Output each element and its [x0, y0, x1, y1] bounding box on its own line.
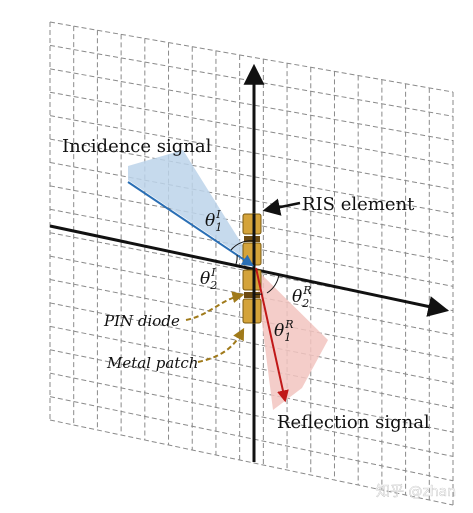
metal-patch: [242, 213, 262, 235]
horizontal-axis: [49, 224, 450, 317]
grid-line: [49, 208, 454, 287]
grid-line: [49, 325, 454, 409]
reflection-signal-label: Reflection signal: [277, 412, 430, 433]
metal-patch: [242, 269, 262, 291]
grid-line: [49, 396, 454, 482]
grid-line: [49, 185, 454, 263]
angle-arc-theta2-reflection: [266, 273, 280, 294]
incidence-signal-label: Incidence signal: [62, 136, 212, 157]
pin-diode-label: PIN diode: [103, 312, 180, 330]
theta1-incidence-label: θ1I: [205, 208, 222, 234]
angle-arc-theta2-incidence: [235, 254, 238, 265]
grid-line: [49, 255, 454, 336]
grid-line: [49, 44, 454, 117]
reflection-beam: [255, 268, 328, 410]
ris-callout-arrow: [262, 198, 301, 216]
watermark: 知乎 @zhan: [376, 483, 456, 500]
metal-patch-label: Metal patch: [106, 354, 198, 372]
theta2-incidence-label: θ2I: [200, 266, 217, 292]
incidence-beam: [128, 150, 255, 265]
grid-line: [49, 302, 454, 385]
grid-line: [49, 372, 454, 457]
dashed-grid-plane: [49, 21, 454, 506]
incidence-ray: [127, 181, 254, 267]
angle-arc-theta1-incidence: [230, 240, 255, 251]
theta1-reflection-label: θ1R: [274, 318, 294, 344]
grid-line: [49, 232, 454, 312]
grid-line: [49, 419, 454, 506]
reflection-ray: [255, 267, 289, 403]
grid-line: [49, 349, 454, 433]
metal-patch: [242, 298, 262, 324]
grid-line: [49, 161, 454, 239]
pin-diode: [244, 236, 260, 242]
grid-line: [49, 138, 454, 214]
ris-element-label: RIS element: [302, 194, 415, 215]
grid-line: [49, 115, 454, 190]
grid-line: [49, 21, 454, 93]
grid-line: [49, 68, 454, 142]
grid-line: [49, 91, 454, 166]
pin-diode: [244, 292, 260, 298]
grid-line: [49, 279, 454, 360]
theta2-reflection-label: θ2R: [292, 284, 312, 310]
metal-patch-callout: [197, 327, 245, 363]
